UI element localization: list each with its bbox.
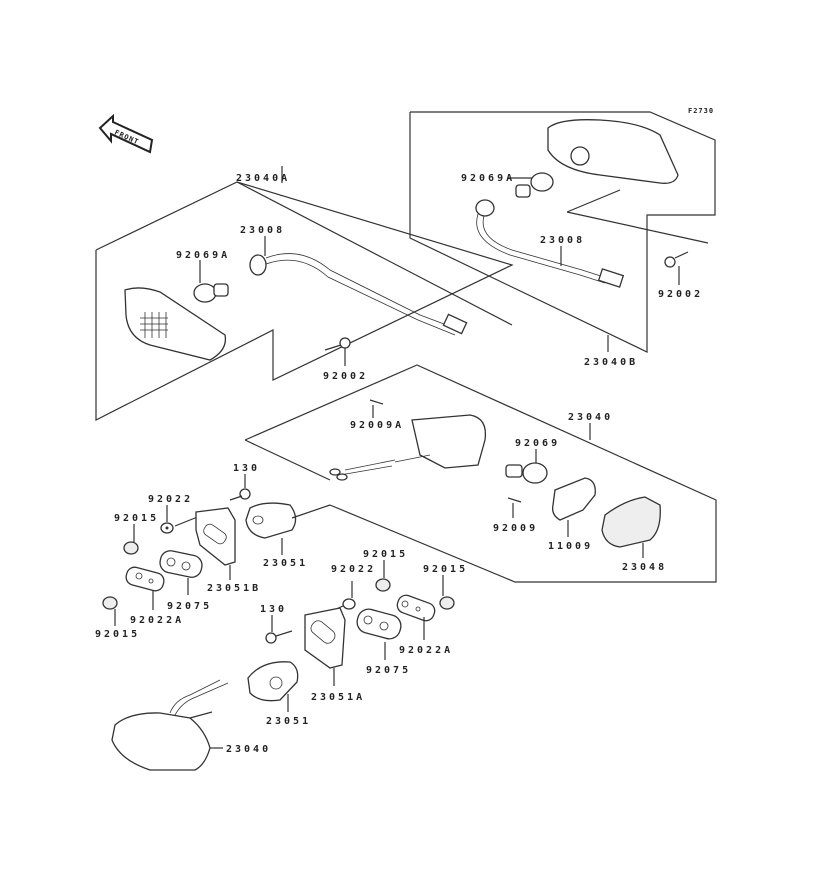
bolt-130-bottom: 130 bbox=[260, 604, 293, 644]
label-130-bottom: 130 bbox=[260, 604, 287, 615]
socket-23008-left: 23008 bbox=[240, 225, 468, 336]
front-arrow-icon: FRONT bbox=[98, 113, 154, 154]
nut-92015-mid: 92015 bbox=[363, 549, 408, 592]
plate-92022A-left: 92022A bbox=[125, 566, 184, 626]
bracket-23051A: 23051A bbox=[304, 607, 365, 703]
label-92069A-right: 92069A bbox=[461, 173, 515, 184]
bulb-92069A-right: 92069A bbox=[461, 172, 554, 198]
socket-23051-top: 23051 bbox=[245, 502, 331, 569]
label-23040B: 23040B bbox=[584, 357, 638, 368]
bolt-130-top: 130 bbox=[229, 463, 260, 501]
assembly-23040: 23040 bbox=[244, 364, 717, 583]
screw-92009: 92009 bbox=[493, 497, 538, 534]
label-92002-right: 92002 bbox=[658, 289, 703, 300]
label-23048: 23048 bbox=[622, 562, 667, 573]
gasket-11009: 11009 bbox=[548, 477, 596, 552]
label-92009A: 92009A bbox=[350, 420, 404, 431]
screw-92009A: 92009A bbox=[350, 399, 404, 431]
label-23051B: 23051B bbox=[207, 583, 261, 594]
label-23051A: 23051A bbox=[311, 692, 365, 703]
label-23040-right: 23040 bbox=[568, 412, 613, 423]
label-92022-top: 92022 bbox=[148, 494, 193, 505]
label-92022-mid: 92022 bbox=[331, 564, 376, 575]
label-92069: 92069 bbox=[515, 438, 560, 449]
plate-92022A-right: 92022A bbox=[396, 594, 453, 656]
label-92015-topleft: 92015 bbox=[114, 513, 159, 524]
label-92015-bottomleft: 92015 bbox=[95, 629, 140, 640]
grommet-92075-right: 92075 bbox=[356, 608, 411, 676]
label-92022A-right: 92022A bbox=[399, 645, 453, 656]
assembly-23040B: 23040B bbox=[409, 111, 716, 368]
socket-23008-right: 23008 bbox=[475, 199, 625, 288]
nut-92015-bottomleft: 92015 bbox=[95, 596, 140, 640]
label-23008-right: 23008 bbox=[540, 235, 585, 246]
label-92015-right: 92015 bbox=[423, 564, 468, 575]
label-23008-left: 23008 bbox=[240, 225, 285, 236]
label-92009: 92009 bbox=[493, 523, 538, 534]
label-92075-left: 92075 bbox=[167, 601, 212, 612]
bulb-92069: 92069 bbox=[505, 438, 560, 484]
signal-assembly-bottom: 23040 bbox=[111, 679, 271, 771]
screw-92002-right: 92002 bbox=[658, 251, 703, 300]
label-23051-bottom: 23051 bbox=[266, 716, 311, 727]
lens-left bbox=[124, 287, 227, 361]
lens-23048: 23048 bbox=[601, 496, 667, 573]
socket-23051-bottom: 23051 bbox=[247, 661, 311, 727]
signal-housing bbox=[329, 414, 487, 481]
label-23051-top: 23051 bbox=[263, 558, 308, 569]
label-11009: 11009 bbox=[548, 541, 593, 552]
washer-92022-mid: 92022 bbox=[324, 564, 376, 615]
screw-92002-left: 92002 bbox=[323, 337, 368, 382]
label-23040A: 23040A bbox=[236, 173, 290, 184]
label-23040-bottom: 23040 bbox=[226, 744, 271, 755]
grommet-92075-left: 92075 bbox=[159, 550, 212, 612]
nut-92015-topleft: 92015 bbox=[114, 513, 159, 555]
label-92075-right: 92075 bbox=[366, 665, 411, 676]
label-130-top: 130 bbox=[233, 463, 260, 474]
bracket-23051B: 23051B bbox=[195, 507, 261, 594]
bulb-92069A-left: 92069A bbox=[176, 250, 230, 303]
label-92002-left: 92002 bbox=[323, 371, 368, 382]
label-92069A-left: 92069A bbox=[176, 250, 230, 261]
label-92022A-left: 92022A bbox=[130, 615, 184, 626]
nut-92015-right: 92015 bbox=[423, 564, 468, 610]
lens-right bbox=[547, 119, 679, 184]
assembly-23040A: 23040A bbox=[95, 166, 514, 421]
label-92015-mid: 92015 bbox=[363, 549, 408, 560]
figure-code: F2730 bbox=[688, 107, 714, 115]
